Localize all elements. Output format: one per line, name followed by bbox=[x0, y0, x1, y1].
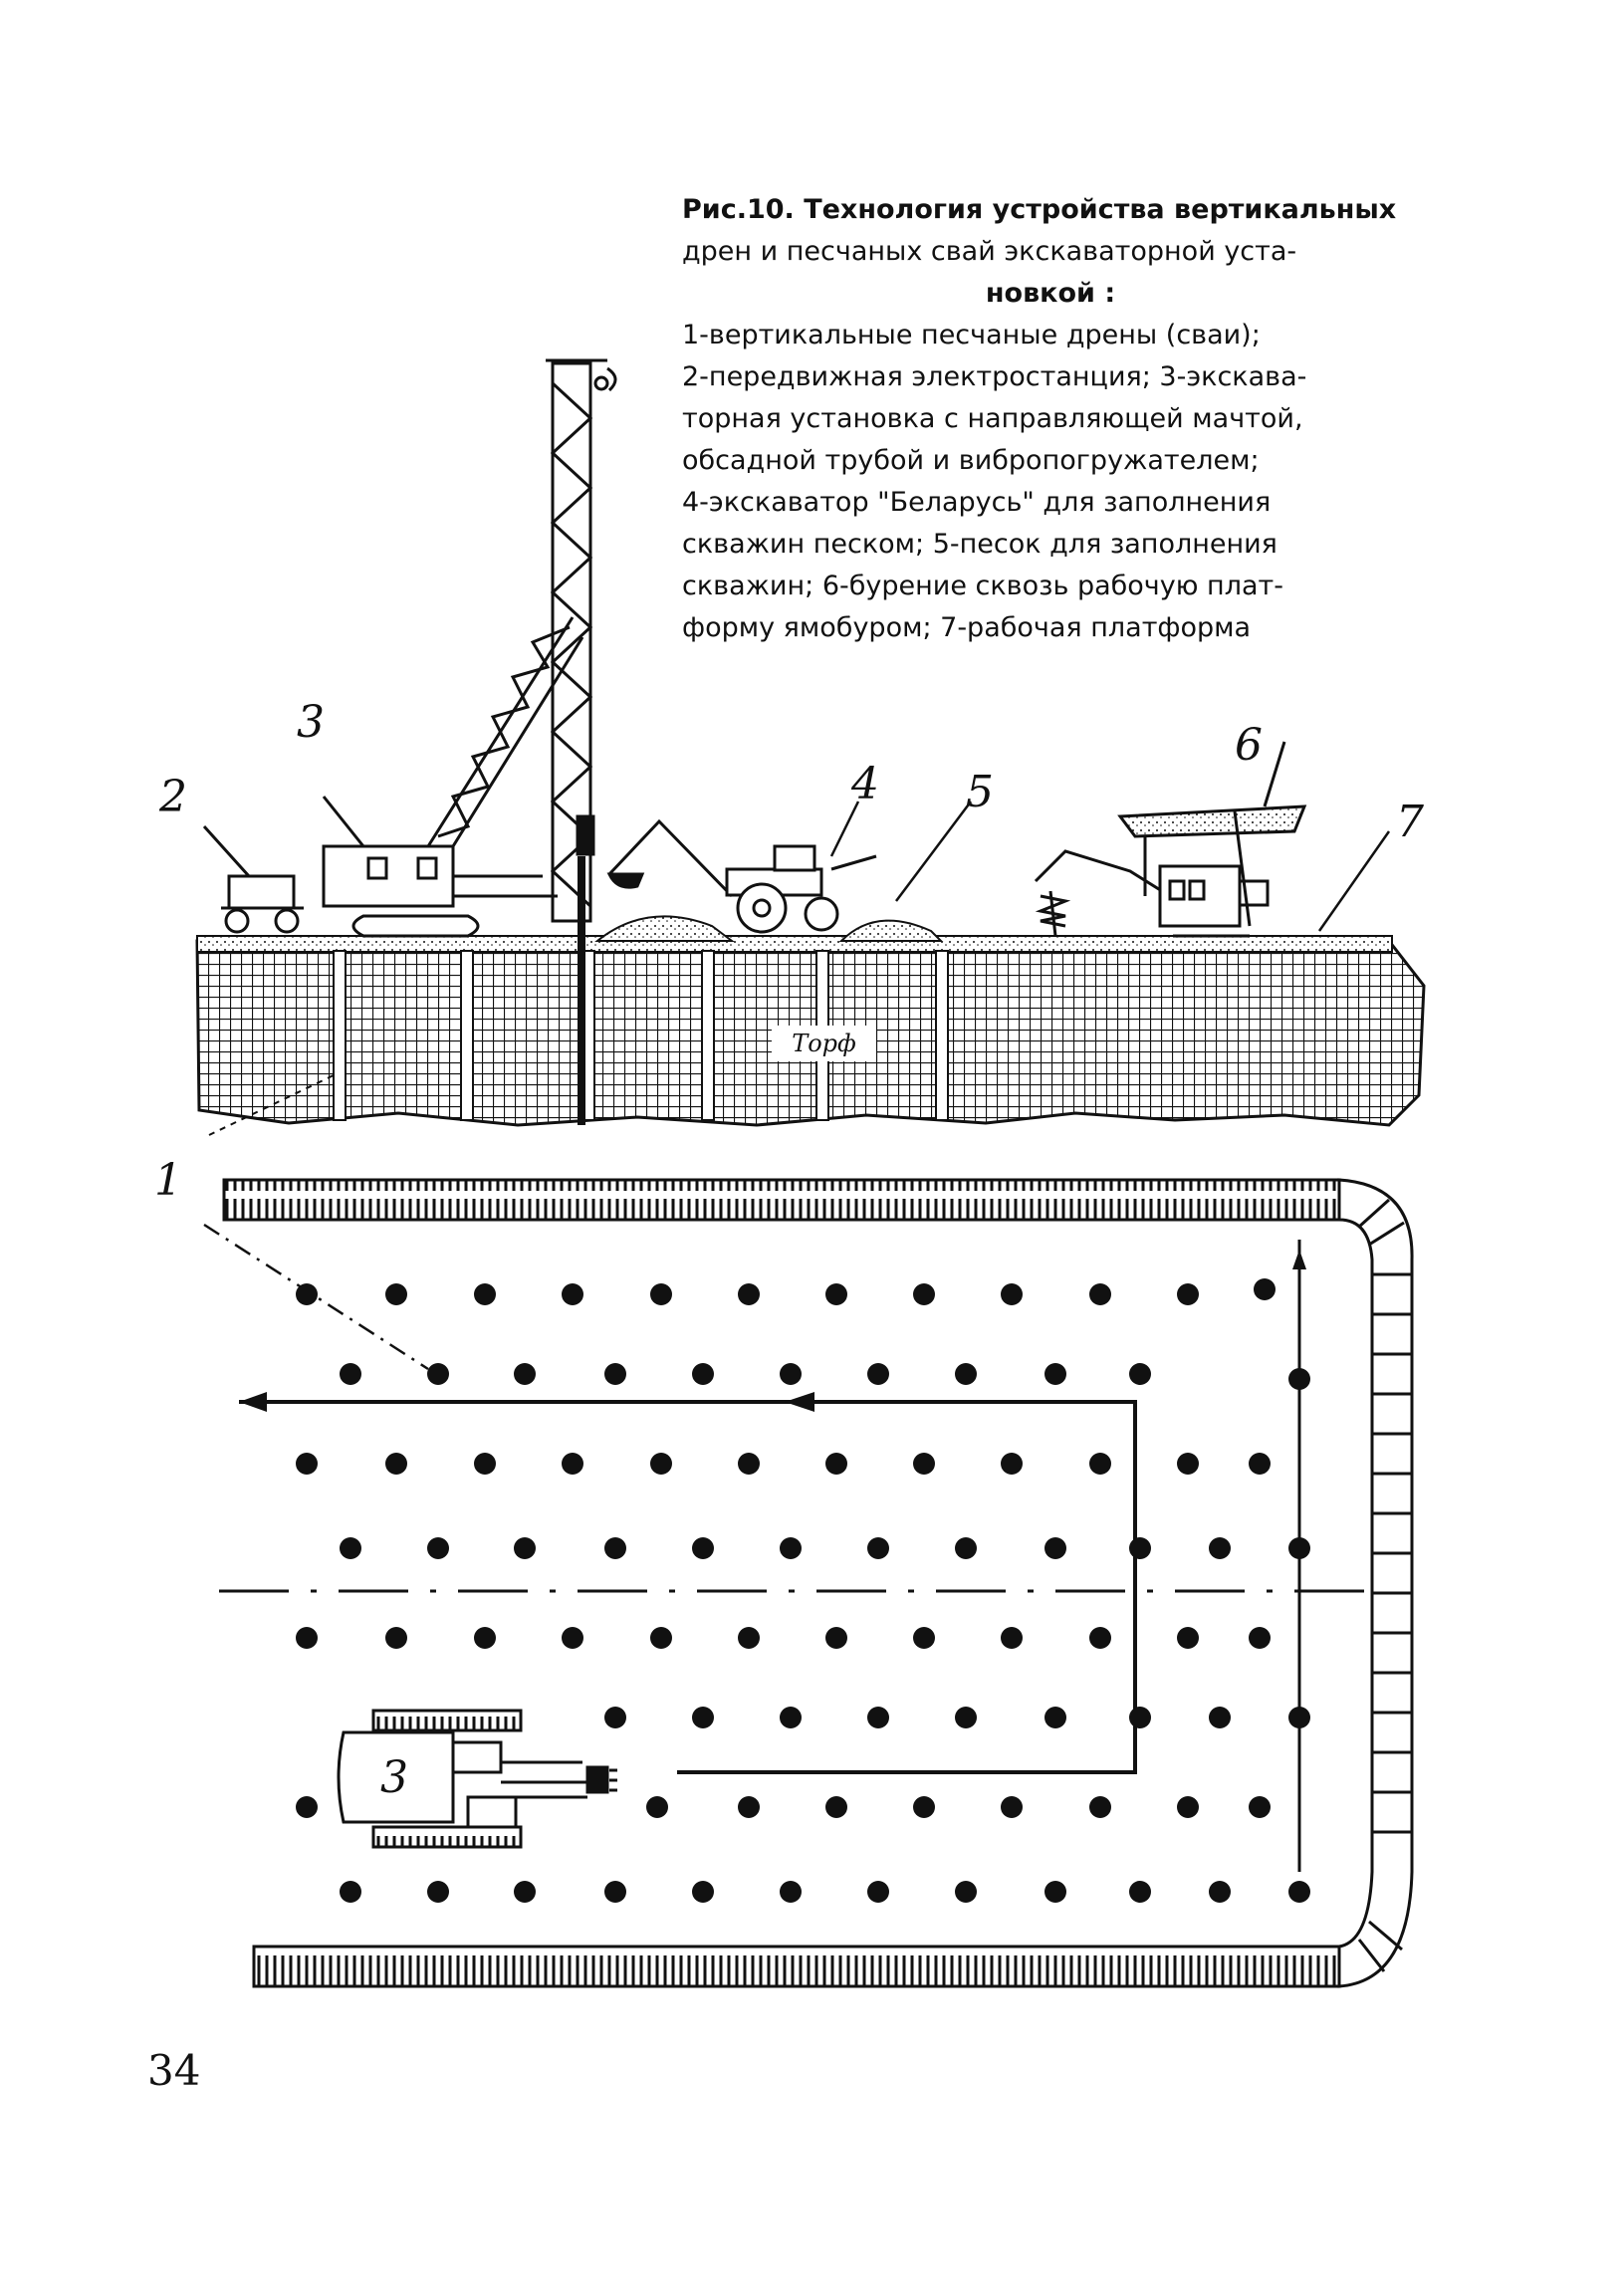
peat-label: Торф bbox=[772, 1026, 876, 1061]
caption-line: Рис.10. Технология устройства вертикальн… bbox=[682, 194, 1397, 225]
callout-6: 6 bbox=[1235, 720, 1263, 771]
movement-path bbox=[239, 1400, 1137, 1774]
sand-pile bbox=[594, 915, 735, 942]
callout-2: 2 bbox=[159, 772, 187, 822]
callout-5: 5 bbox=[966, 767, 994, 817]
plan-view bbox=[203, 1178, 1414, 1988]
page-number: 34 bbox=[147, 2046, 201, 2095]
caption-line: форму ямобуром; 7-рабочая платформа bbox=[682, 612, 1252, 643]
caption-line: 4-экскаватор "Беларусь" для заполнения bbox=[682, 487, 1272, 518]
excavator-rig bbox=[322, 358, 617, 938]
excavator-plan bbox=[337, 1709, 617, 1849]
caption-line: 2-передвижная электростанция; 3-экскава- bbox=[682, 361, 1307, 392]
callout-3-plan: 3 bbox=[380, 1752, 408, 1803]
platform-bottom-edge bbox=[252, 1945, 1341, 1988]
caption-line: скважин; 6-бурение сквозь рабочую плат- bbox=[682, 571, 1283, 601]
caption-line: скважин песком; 5-песок для заполнения bbox=[682, 529, 1277, 560]
caption-line: обсадной трубой и вибропогружателем; bbox=[682, 445, 1260, 476]
tractor-excavator bbox=[606, 818, 877, 934]
caption-line: дрен и песчаных свай экскаваторной уста- bbox=[682, 236, 1297, 267]
sand-pile bbox=[838, 919, 944, 942]
platform-right-edge bbox=[1337, 1178, 1414, 1988]
side-view bbox=[195, 358, 1426, 1136]
caption-line: 1-вертикальные песчаные дрены (сваи); bbox=[682, 320, 1261, 350]
borer-rig bbox=[1034, 741, 1307, 938]
caption-line: новкой : bbox=[985, 278, 1116, 309]
callout-4: 4 bbox=[851, 759, 879, 809]
callout-1: 1 bbox=[154, 1155, 182, 1206]
caption-line: торная установка с направляющей мачтой, bbox=[682, 403, 1303, 434]
platform-top-edge bbox=[222, 1178, 1341, 1222]
pile-grid bbox=[296, 1278, 1310, 1903]
callout-7: 7 bbox=[1396, 797, 1424, 847]
figure-caption: Рис.10. Технология устройства вертикальн… bbox=[682, 189, 1459, 649]
power-station bbox=[202, 824, 304, 934]
working-platform bbox=[196, 935, 1393, 953]
callout-3-side: 3 bbox=[297, 697, 325, 748]
